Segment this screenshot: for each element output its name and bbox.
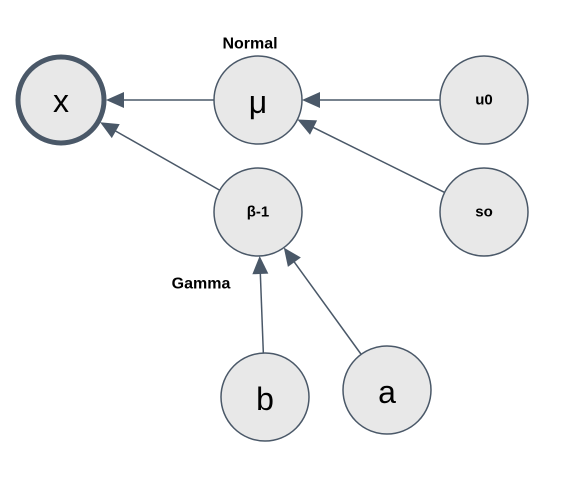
node-b: b: [220, 352, 310, 442]
node-u0-label: u0: [475, 92, 493, 109]
node-a-label: a: [378, 374, 396, 410]
edge-a-to-beta_inv: [292, 260, 362, 355]
node-mu-label: μ: [249, 84, 267, 120]
arrowhead-mu-to-x: [106, 92, 124, 108]
node-u0: u0: [439, 55, 529, 145]
dist-label-gamma: Gamma: [172, 276, 231, 293]
edge-b-to-beta_inv: [259, 271, 265, 354]
dist-label-normal: Normal: [222, 36, 277, 53]
arrowhead-u0-to-mu: [302, 92, 320, 108]
arrowhead-so-to-mu: [297, 119, 318, 135]
node-x: x: [15, 54, 107, 146]
edge-beta_inv-to-x: [113, 129, 221, 191]
arrowhead-a-to-beta_inv: [283, 247, 301, 267]
node-so-label: so: [475, 204, 493, 221]
node-b-label: b: [256, 381, 274, 417]
node-so: so: [439, 167, 529, 257]
node-a: a: [342, 345, 432, 435]
node-x-label: x: [53, 83, 69, 119]
arrowhead-beta_inv-to-x: [100, 122, 120, 139]
node-beta-inv: β-1: [213, 167, 303, 257]
node-beta-inv-label: β-1: [247, 204, 270, 221]
node-mu: μ: [213, 55, 303, 145]
edges-layer: [100, 92, 445, 355]
edge-so-to-mu: [311, 125, 445, 194]
arrowhead-b-to-beta_inv: [252, 255, 269, 275]
